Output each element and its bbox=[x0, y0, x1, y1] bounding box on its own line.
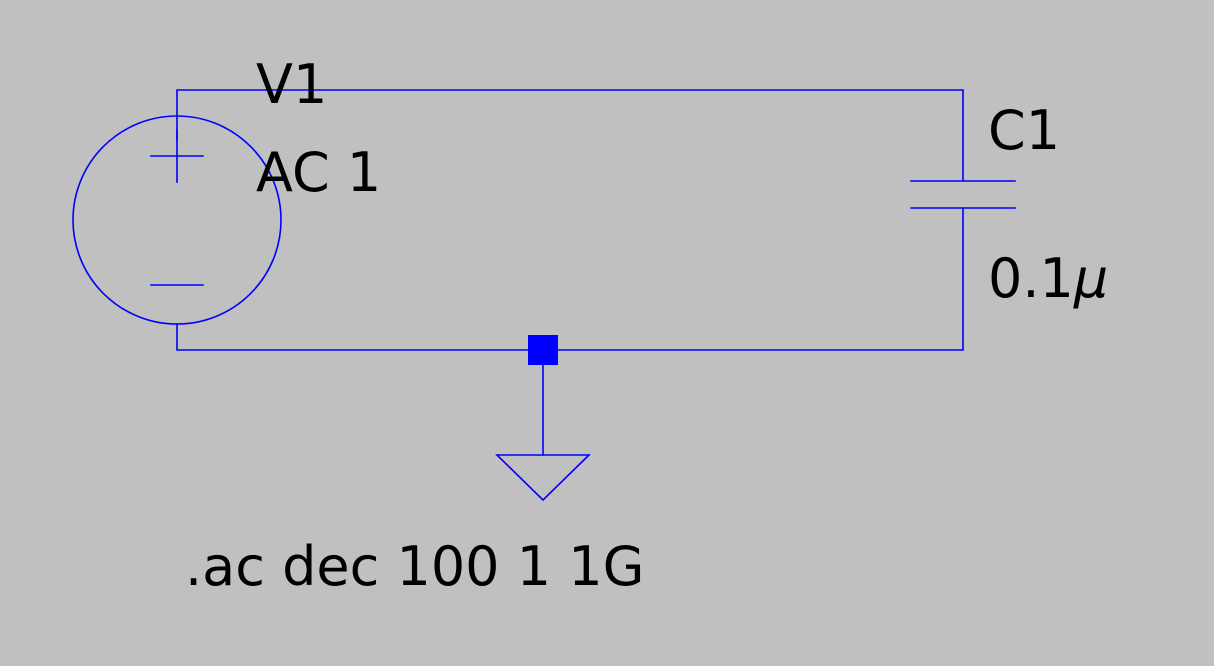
capacitor-value-unit: μ bbox=[1073, 247, 1109, 310]
voltage-source-circle bbox=[72, 115, 282, 325]
voltage-source-value[interactable]: AC 1 bbox=[256, 141, 382, 204]
capacitor-name[interactable]: C1 bbox=[988, 99, 1061, 162]
junction-node[interactable] bbox=[528, 335, 558, 365]
voltage-source-name[interactable]: V1 bbox=[256, 53, 328, 116]
voltage-source-symbol[interactable] bbox=[72, 115, 282, 325]
capacitor-value[interactable]: 0.1μ bbox=[988, 252, 1108, 306]
capacitor-value-number: 0.1 bbox=[988, 247, 1074, 310]
spice-directive[interactable]: .ac dec 100 1 1G bbox=[185, 535, 645, 598]
wire-top[interactable] bbox=[176, 89, 964, 181]
capacitor-symbol[interactable] bbox=[910, 180, 1016, 209]
wires bbox=[176, 89, 964, 456]
ground-triangle bbox=[495, 454, 591, 502]
ground-icon[interactable] bbox=[495, 454, 591, 502]
wire-bottom[interactable] bbox=[176, 207, 964, 351]
